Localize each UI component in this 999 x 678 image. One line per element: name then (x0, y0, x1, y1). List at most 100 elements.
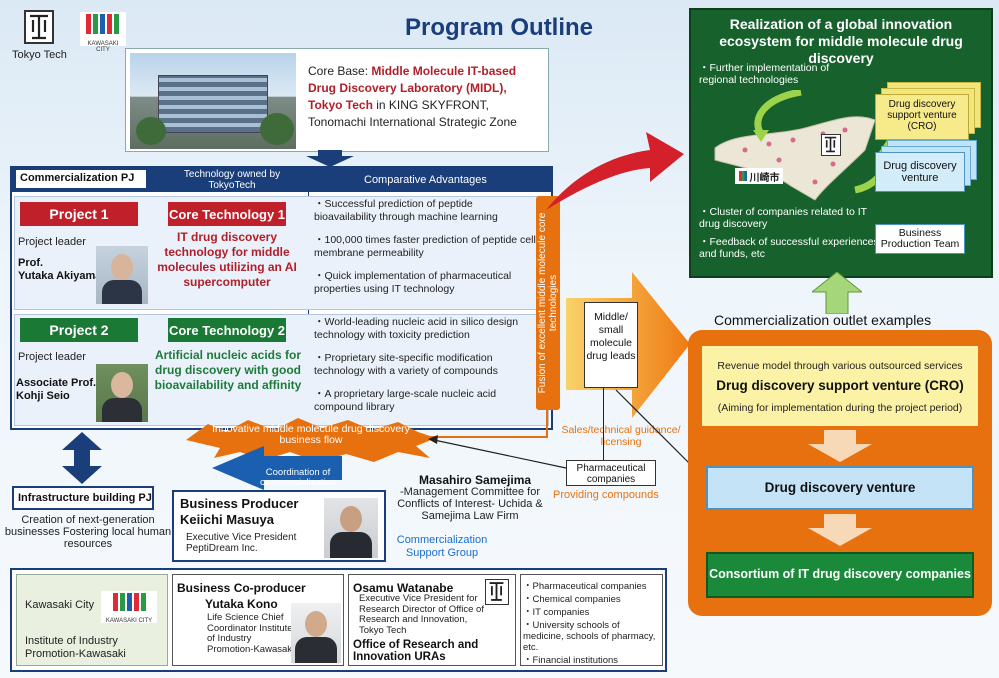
watanabe-role: Executive Vice President for Research Di… (359, 593, 484, 636)
ecosystem-title: Realization of a global innovation ecosy… (719, 16, 963, 66)
project-1-leader-name: Yutaka Akiyama (18, 270, 102, 282)
flow-line (430, 436, 548, 438)
page-title: Program Outline (405, 14, 594, 41)
aiming-label: (Aiming for implementation during the pr… (717, 402, 963, 414)
coproducer-title: Business Co-producer (177, 581, 306, 595)
akiyama-photo (96, 246, 148, 304)
samejima-name: Masahiro Samejima (419, 473, 532, 487)
consortium-panel: Consortium of IT drug discovery companie… (706, 552, 974, 598)
project-1-tag: Project 1 (20, 202, 138, 226)
down-arrow-icon (306, 150, 354, 167)
watanabe-panel: Osamu Watanabe Executive Vice President … (348, 574, 516, 666)
watanabe-name: Osamu Watanabe (353, 581, 454, 595)
connector-line (603, 388, 604, 460)
building-image (130, 53, 296, 149)
kawasaki-city-logo: KAWASAKI CITY (101, 591, 157, 624)
cro-label: Drug discovery support venture (CRO) (716, 378, 964, 393)
ecosystem-map-icon (714, 90, 895, 201)
seio-photo (96, 364, 148, 422)
infrastructure-desc: Creation of next-generation businesses F… (4, 514, 172, 550)
outlet-box: Revenue model through various outsourced… (688, 330, 992, 616)
kawasaki-city-label: Kawasaki City (25, 599, 95, 611)
project-2-leader-label: Project leader (18, 351, 86, 363)
advantage-item: ・100,000 times faster prediction of pept… (314, 234, 536, 259)
cro-panel: Revenue model through various outsourced… (702, 346, 978, 426)
tokyo-tech-label: Tokyo Tech (12, 49, 67, 61)
list-item: ・Financial institutions (523, 655, 619, 666)
support-group-label: Commercialization Support Group (396, 534, 488, 559)
connector-arrows-icon (428, 389, 712, 486)
project-2-leader-title: Associate Prof. (16, 377, 97, 389)
list-item: ・Chemical companies (523, 594, 621, 605)
project-2-advantages: ・World-leading nucleic acid in silico de… (314, 316, 540, 424)
advantage-item: ・World-leading nucleic acid in silico de… (314, 316, 519, 341)
tokyo-tech-map-logo (821, 134, 841, 156)
business-flow-burst-icon (186, 418, 436, 462)
consortium-label: Consortium of IT drug discovery companie… (709, 567, 971, 581)
coproducer-role: Life Science Chief Coordinator Institute… (207, 612, 295, 655)
providing-compounds-label: Providing compounds (553, 489, 659, 501)
down-arrow-icon (808, 430, 872, 462)
header-commercialization-pj: Commercialization PJ (16, 170, 146, 188)
kawasaki-map-logo: 川崎市 (735, 168, 783, 184)
project-2-leader-name: Kohji Seio (16, 390, 70, 402)
support-group-box: Kawasaki City KAWASAKI CITY Institute of… (10, 568, 667, 672)
core-technology-2-desc: Artificial nucleic acids for drug discov… (154, 348, 302, 392)
infrastructure-box: Infrastructure building PJ (12, 486, 154, 510)
samejima-role: -Management Committee for Conflicts of I… (397, 486, 543, 522)
kawasaki-logo: KAWASAKI CITY (80, 12, 126, 53)
sales-label: Sales/technical guidance/ licensing (561, 424, 681, 448)
header-comparative-advantages: Comparative Advantages (364, 174, 487, 186)
venture-card: Drug discovery venture (875, 152, 965, 192)
ecosystem-box: Realization of a global innovation ecosy… (689, 8, 993, 278)
advantage-item: ・Quick implementation of pharmaceutical … (314, 270, 512, 295)
business-flow-label: Innovative middle molecule drug discover… (212, 423, 410, 446)
ecosystem-bullet: ・Feedback of successful experiences and … (699, 236, 879, 260)
ecosystem-bullet: ・Cluster of companies related to IT drug… (699, 206, 867, 230)
advantage-item: ・Proprietary site-specific modification … (314, 352, 498, 377)
list-item: ・University schools of medicine, schools… (523, 620, 656, 653)
producer-role: Executive Vice President PeptiDream Inc. (186, 532, 297, 554)
partners-list: ・Pharmaceutical companies ・Chemical comp… (520, 574, 663, 666)
coordination-arrow-icon (212, 446, 342, 490)
tokyo-tech-logo (24, 10, 54, 44)
core-base-box: Core Base: Middle Molecule IT-based Drug… (125, 48, 549, 152)
ecosystem-bullet: ・Further implementation of regional tech… (699, 62, 830, 86)
core-base-name: Middle Molecule IT-based Drug Discovery … (308, 64, 517, 112)
green-up-arrow-icon (812, 272, 862, 314)
infrastructure-title: Infrastructure building PJ (18, 492, 152, 504)
list-item: ・IT companies (523, 607, 590, 618)
coordination-label: Coordination of commercialization (259, 467, 337, 488)
kono-photo (291, 603, 341, 663)
project-2-tag: Project 2 (20, 318, 138, 342)
producer-title: Business Producer (180, 496, 299, 511)
coproducer-panel: Business Co-producer Yutaka Kono Life Sc… (172, 574, 344, 666)
flow-line (546, 410, 548, 438)
core-technology-1-tag: Core Technology 1 (168, 202, 286, 226)
project-1-leader-label: Project leader (18, 236, 86, 248)
core-technology-1-desc: IT drug discovery technology for middle … (157, 230, 297, 289)
list-item: ・Pharmaceutical companies (523, 581, 647, 592)
curved-red-arrow-icon (546, 132, 684, 210)
tokyo-tech-logo-small (485, 579, 509, 605)
header-technology-owned: Technology owned by TokyoTech (183, 169, 281, 191)
outlet-venture-label: Drug discovery venture (764, 480, 916, 495)
office-label: Office of Research and Innovation URAs (353, 639, 479, 663)
pharmaceutical-companies-box: Pharmaceutical companies (566, 460, 656, 486)
cro-card: Drug discovery support venture (CRO) (875, 94, 969, 140)
masuya-photo (324, 498, 378, 558)
venture-panel: Drug discovery venture (706, 466, 974, 510)
kawasaki-panel: Kawasaki City KAWASAKI CITY Institute of… (16, 574, 168, 666)
project-1-advantages: ・Successful prediction of peptide bioava… (314, 198, 538, 306)
core-technology-2-tag: Core Technology 2 (168, 318, 286, 342)
coproducer-name: Yutaka Kono (205, 597, 278, 611)
producer-name: Keiichi Masuya (180, 512, 274, 527)
revenue-label: Revenue model through various outsourced… (717, 360, 963, 372)
project-1-leader-title: Prof. (18, 257, 44, 269)
down-arrow-icon (808, 514, 872, 546)
fusion-label-box: Fusion of excellent middle molecule core… (536, 196, 560, 410)
team-card: Business Production Team (875, 224, 965, 254)
advantage-item: ・A proprietary large-scale nucleic acid … (314, 388, 497, 413)
institute-label: Institute of Industry Promotion-Kawasaki (25, 635, 126, 660)
